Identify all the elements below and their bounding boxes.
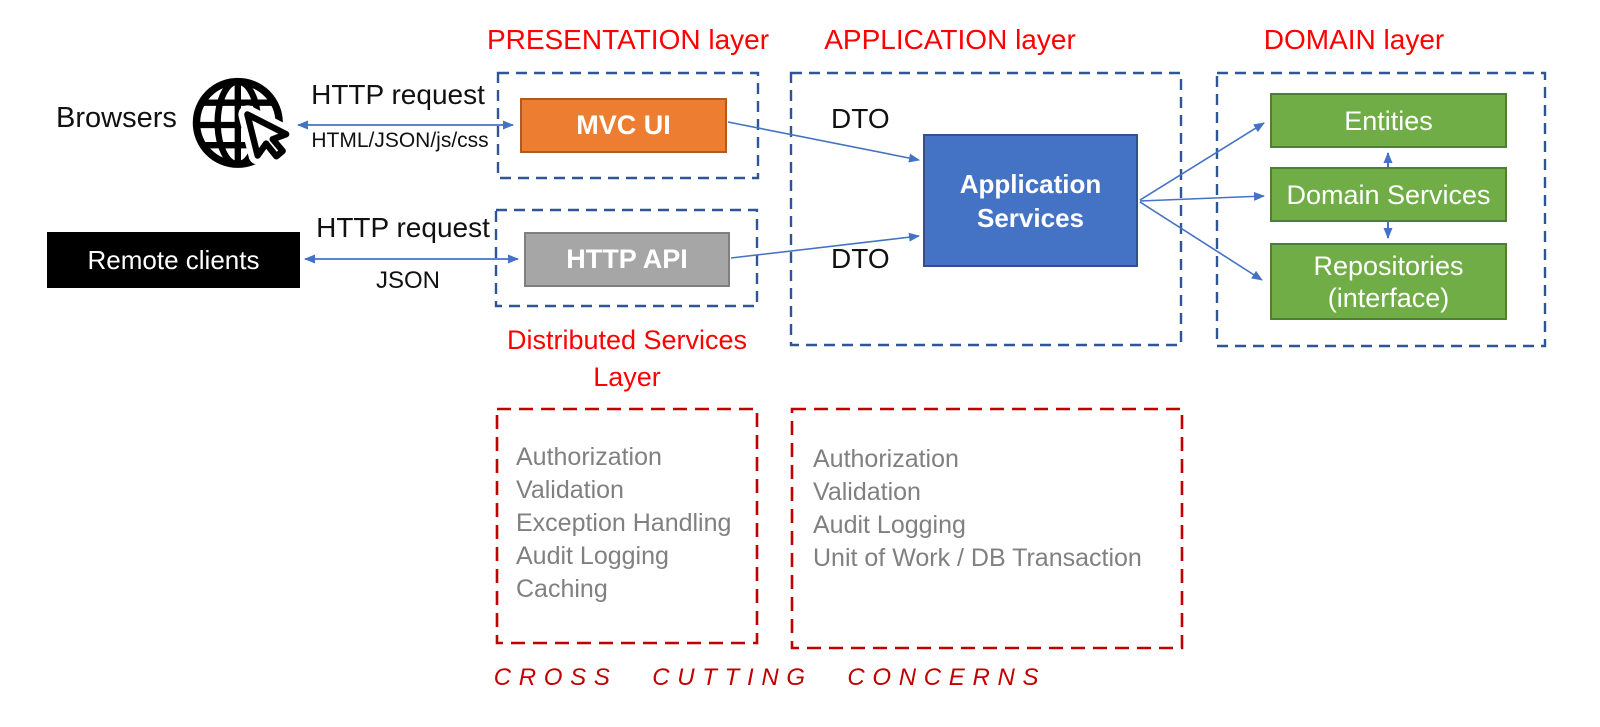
application-services-node: Application Services xyxy=(923,134,1138,267)
dto-top-label: DTO xyxy=(831,103,890,134)
list-item: Caching xyxy=(516,575,608,603)
distributed-services-title-line1: Distributed Services xyxy=(506,325,748,355)
line-appservices-repositories xyxy=(1139,201,1263,281)
repositories-label-line2: (interface) xyxy=(1327,282,1450,313)
list-item: Audit Logging xyxy=(516,542,669,570)
line-mvcui-appservices xyxy=(727,121,920,163)
list-item: Audit Logging xyxy=(813,511,966,539)
presentation-layer-title: PRESENTATION layer xyxy=(486,24,770,55)
list-item: Validation xyxy=(516,476,624,504)
dto-bottom-label: DTO xyxy=(831,243,890,274)
cross-cutting-right-box xyxy=(790,407,1184,650)
domain-services-label: Domain Services xyxy=(1286,179,1491,210)
application-layer-title: APPLICATION layer xyxy=(824,24,1076,55)
list-item: Authorization xyxy=(813,445,959,473)
list-item: Authorization xyxy=(516,443,662,471)
line-appservices-entities xyxy=(1139,122,1265,201)
http-api-node: HTTP API xyxy=(524,232,730,287)
domain-services-node: Domain Services xyxy=(1270,167,1507,222)
remote-clients-label: Remote clients xyxy=(87,244,260,275)
cross-cutting-left-list: Authorization Validation Exception Handl… xyxy=(516,441,731,606)
repositories-label-line1: Repositories xyxy=(1313,250,1464,281)
cross-cutting-right-list: Authorization Validation Audit Logging U… xyxy=(813,443,1142,575)
http-request-top-label: HTTP request xyxy=(311,79,485,110)
json-label: JSON xyxy=(375,267,440,294)
http-response-top-label: HTML/JSON/js/css xyxy=(311,129,489,152)
cross-cutting-title: CROSS CUTTING CONCERNS xyxy=(493,664,1047,691)
distributed-services-title-line2: Layer xyxy=(593,362,661,392)
distributed-services-layer-title: Distributed Services Layer xyxy=(477,322,777,396)
application-layer-box xyxy=(789,71,1183,347)
application-services-label-line1: Application xyxy=(959,168,1102,199)
list-item: Exception Handling xyxy=(516,509,732,537)
domain-layer-title: DOMAIN layer xyxy=(1263,24,1445,55)
http-api-label: HTTP API xyxy=(566,244,688,274)
domain-layer-box xyxy=(1215,71,1547,348)
line-appservices-domainservices xyxy=(1139,191,1265,202)
browsers-label: Browsers xyxy=(56,102,177,134)
line-httpapi-appservices xyxy=(730,232,920,259)
globe-cursor-icon xyxy=(192,77,294,168)
http-request-bottom-label: HTTP request xyxy=(316,212,490,243)
mvc-ui-label: MVC UI xyxy=(576,110,671,140)
repositories-node: Repositories (interface) xyxy=(1270,243,1507,320)
mvc-ui-node: MVC UI xyxy=(520,98,727,153)
list-item: Validation xyxy=(813,478,921,506)
application-services-label-line2: Services xyxy=(977,202,1084,233)
entities-node: Entities xyxy=(1270,93,1507,148)
remote-clients-node: Remote clients xyxy=(47,232,300,288)
presentation-layer-box xyxy=(496,71,760,180)
entities-label: Entities xyxy=(1344,105,1433,136)
cross-cutting-left-box xyxy=(495,407,759,645)
list-item: Unit of Work / DB Transaction xyxy=(813,544,1142,572)
